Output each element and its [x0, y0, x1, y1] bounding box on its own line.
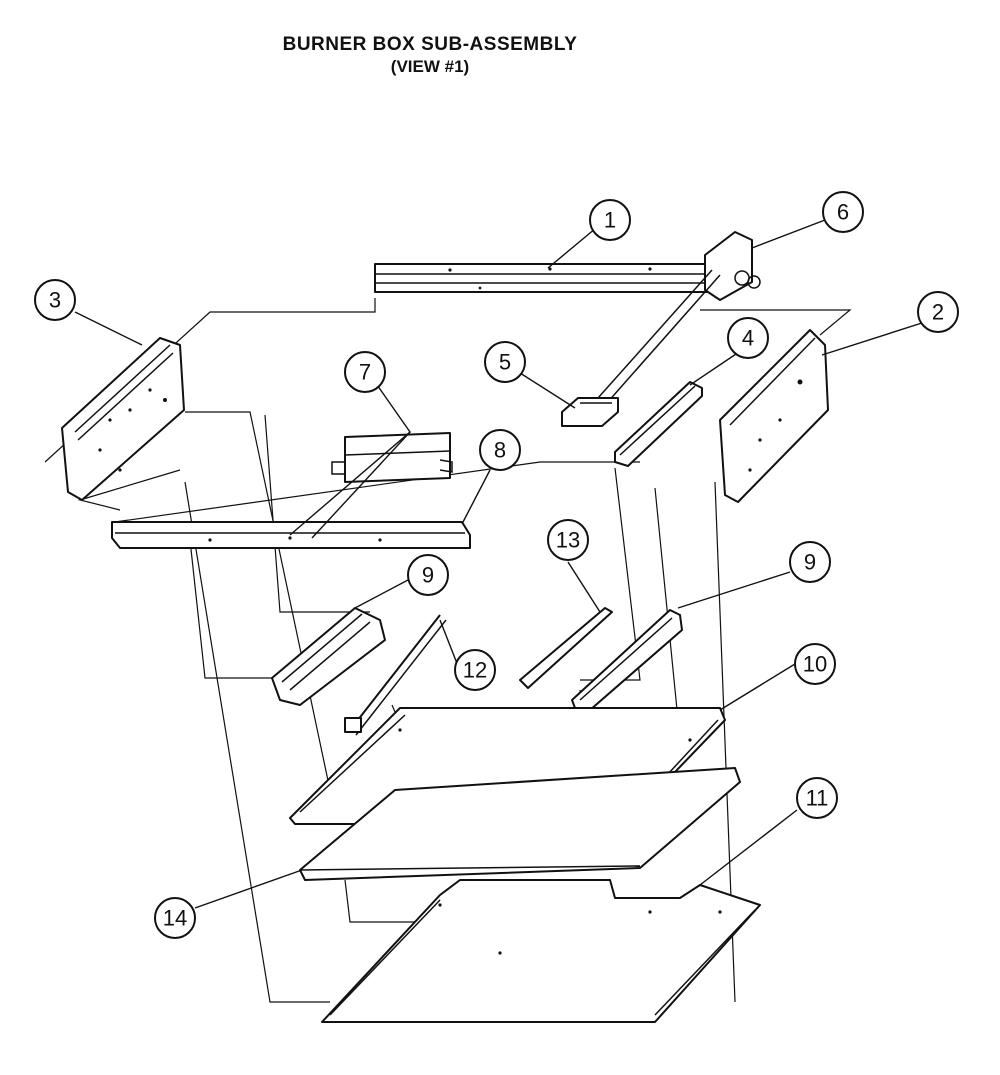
part-13-rod — [519, 607, 613, 689]
callout-4: 4 — [727, 317, 769, 359]
callout-8: 8 — [479, 429, 521, 471]
part-4-channel-bracket — [614, 381, 703, 467]
callout-5-label: 5 — [499, 350, 511, 375]
callout-13: 13 — [547, 519, 589, 561]
callout-7-label: 7 — [359, 360, 371, 385]
callout-14: 14 — [154, 897, 196, 939]
part-14-insulation-panel — [299, 767, 741, 881]
callout-3: 3 — [34, 279, 76, 321]
callout-10: 10 — [794, 643, 836, 685]
callout-5: 5 — [484, 341, 526, 383]
callout-10-label: 10 — [803, 652, 827, 677]
diagram-subtitle: (VIEW #1) — [390, 57, 470, 76]
callout-1-label: 1 — [604, 208, 616, 233]
callout-8-label: 8 — [494, 438, 506, 463]
callout-9-left: 9 — [407, 554, 449, 596]
part-1-top-rail — [374, 263, 721, 293]
callout-9-right: 9 — [789, 541, 831, 583]
callout-14-label: 14 — [163, 906, 187, 931]
part-12-rod — [344, 614, 447, 736]
part-6-manifold-bracket — [597, 231, 761, 405]
leader-lines — [74, 219, 926, 909]
part-7-shield-box — [331, 432, 453, 483]
callout-6-label: 6 — [837, 200, 849, 225]
callout-9-left-label: 9 — [422, 563, 434, 588]
callout-11: 11 — [796, 777, 838, 819]
part-9-left-bracket — [271, 607, 386, 706]
callout-11-label: 11 — [806, 786, 829, 811]
callout-9-right-label: 9 — [804, 550, 816, 575]
callout-2: 2 — [917, 291, 959, 333]
part-3-left-side-panel — [61, 337, 185, 501]
callout-13-label: 13 — [556, 528, 580, 553]
callout-3-label: 3 — [49, 288, 61, 313]
diagram-title: BURNER BOX SUB-ASSEMBLY — [282, 34, 578, 55]
callout-1: 1 — [589, 199, 631, 241]
part-11-base-pan — [321, 879, 761, 1023]
callout-12-label: 12 — [463, 658, 487, 683]
callout-12: 12 — [454, 649, 496, 691]
callout-2-label: 2 — [932, 300, 944, 325]
callout-7: 7 — [344, 351, 386, 393]
callout-4-label: 4 — [742, 326, 754, 351]
callout-6: 6 — [822, 191, 864, 233]
title-block: BURNER BOX SUB-ASSEMBLY (VIEW #1) — [220, 34, 640, 78]
part-2-right-side-panel — [719, 329, 829, 503]
part-5-small-block — [561, 397, 619, 427]
